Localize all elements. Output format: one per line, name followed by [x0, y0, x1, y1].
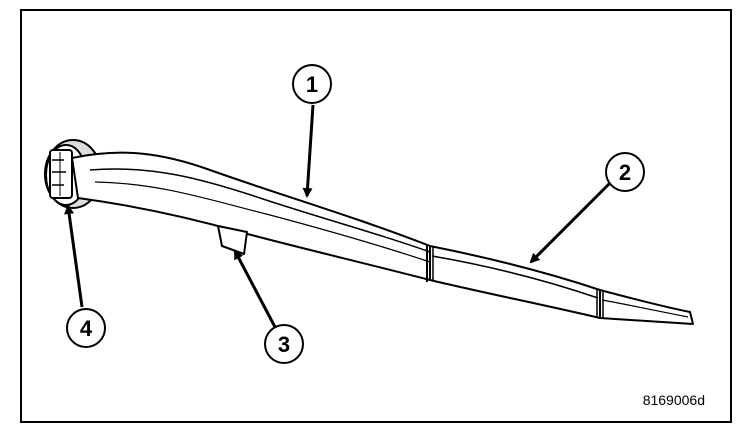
callout-3-label: 3	[278, 332, 290, 357]
callout-3-circle	[264, 324, 304, 364]
callout-4-label: 4	[80, 316, 93, 341]
callout-2: 2	[529, 152, 645, 264]
retaining-clip	[217, 225, 248, 255]
callout-3: 3	[233, 249, 304, 364]
callout-2-leader	[529, 181, 612, 264]
figure-id: 8169006d	[643, 392, 705, 408]
arm-tip	[599, 289, 694, 325]
callout-4-leader	[64, 204, 84, 308]
callout-1-label: 1	[306, 72, 318, 97]
callout-4-circle	[66, 308, 106, 348]
callout-2-label: 2	[619, 160, 631, 185]
callout-3-leader	[233, 249, 277, 328]
callout-2-circle	[605, 152, 645, 192]
wiper-arm-illustration	[44, 139, 694, 325]
callout-1: 1	[292, 64, 332, 198]
callout-1-circle	[292, 64, 332, 104]
diagram-border	[20, 9, 732, 423]
callout-4: 4	[64, 204, 106, 348]
callout-1-leader	[302, 104, 315, 198]
